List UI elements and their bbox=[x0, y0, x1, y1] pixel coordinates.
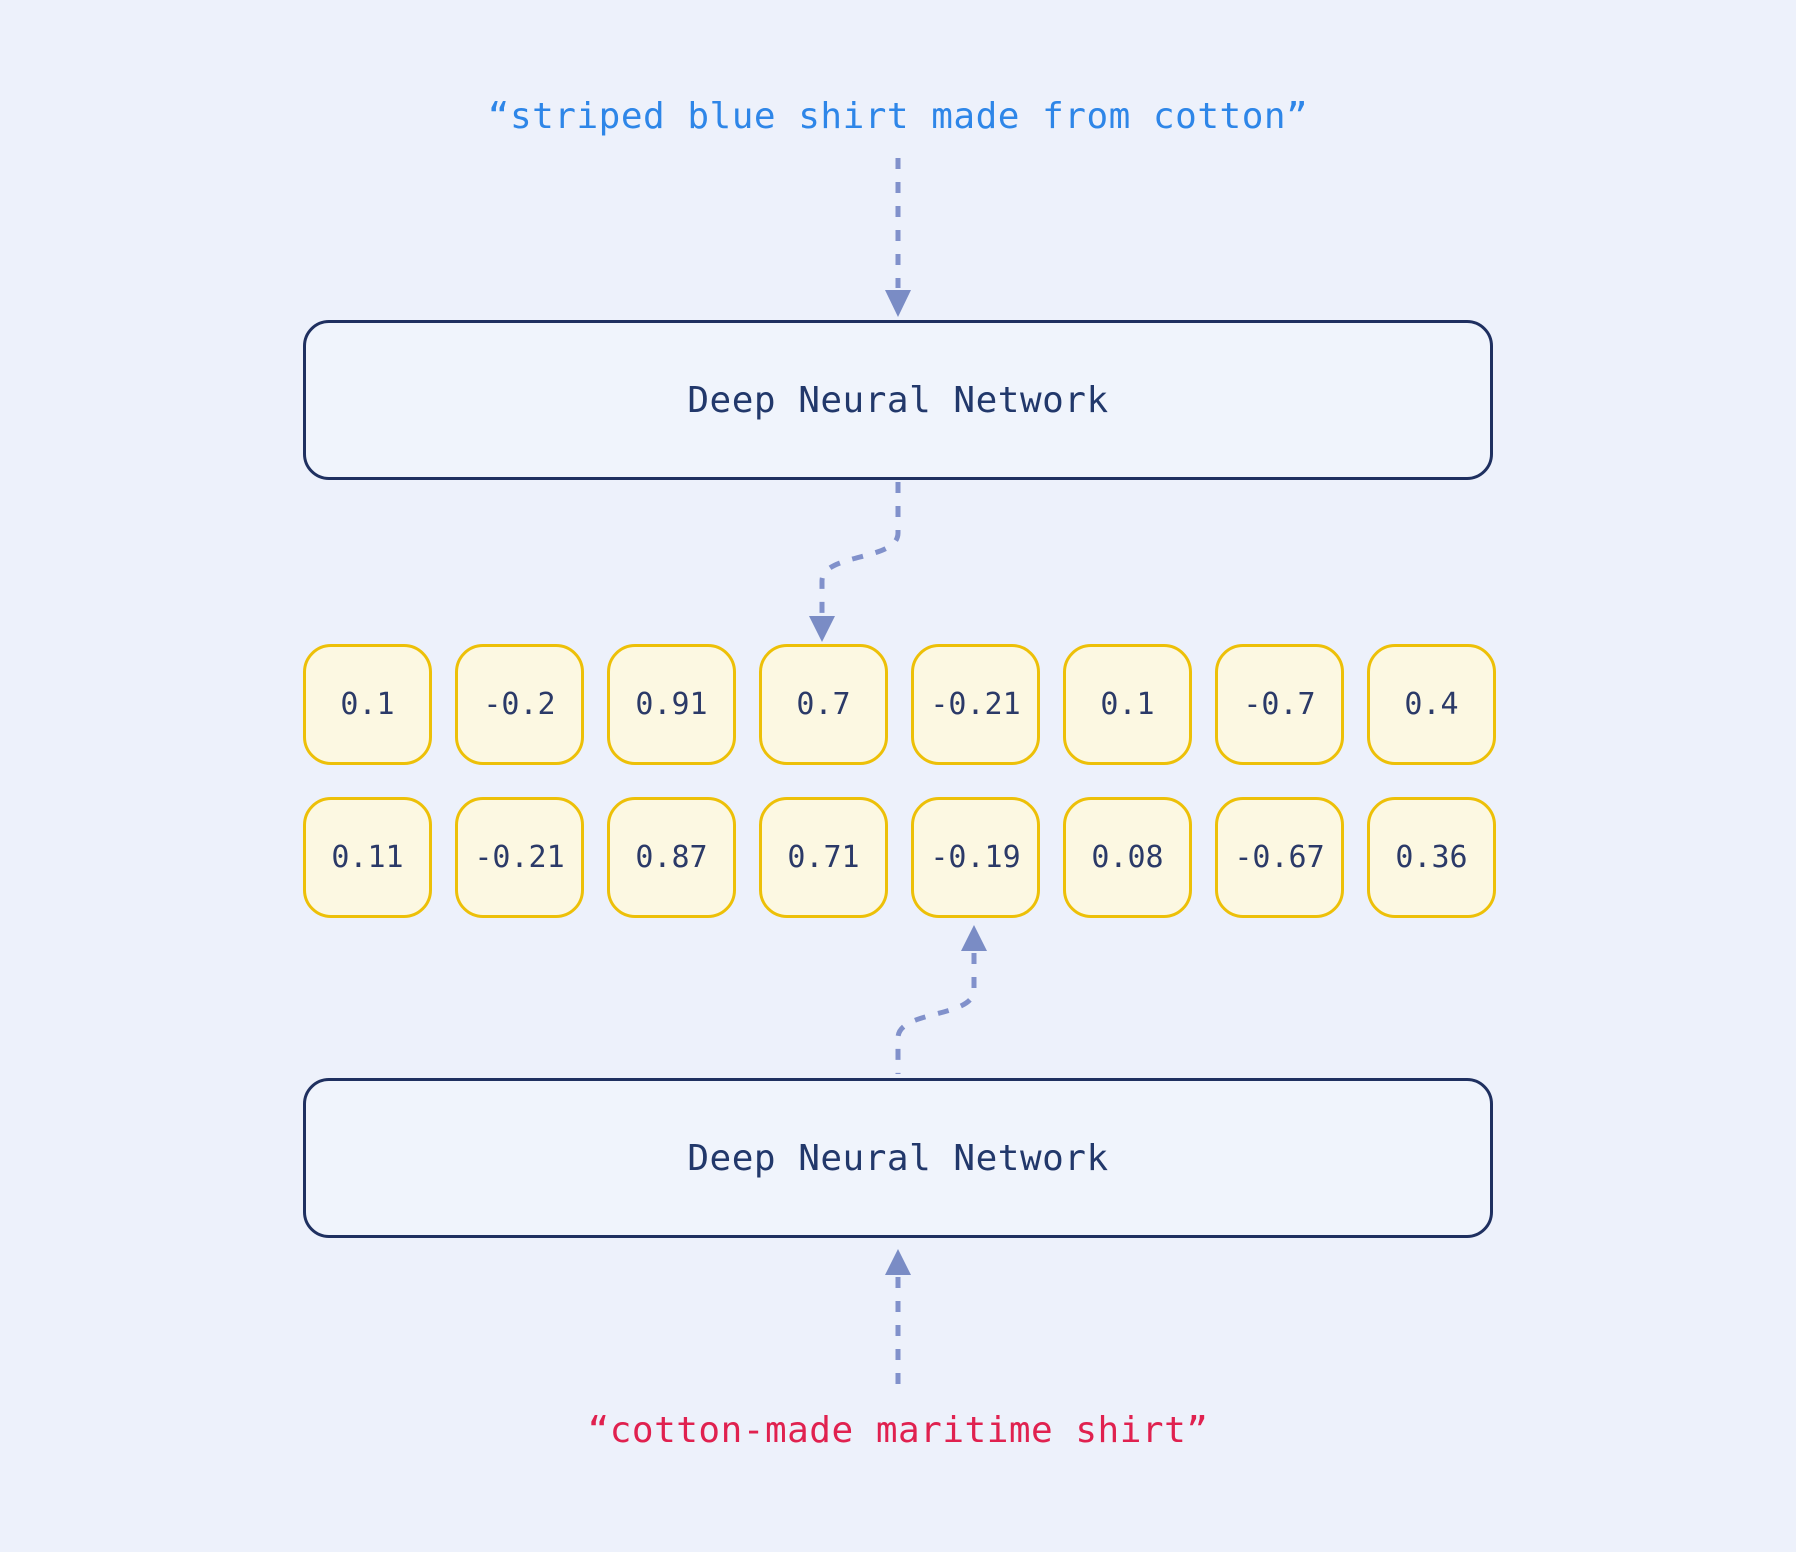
embedding-cell: 0.1 bbox=[303, 644, 432, 765]
arrowhead-down-icon bbox=[885, 290, 911, 317]
embedding-cell: -0.7 bbox=[1215, 644, 1344, 765]
embedding-cell: 0.4 bbox=[1367, 644, 1496, 765]
arrowhead-up-icon bbox=[885, 1249, 911, 1275]
top-encoder-box: Deep Neural Network bbox=[303, 320, 1493, 480]
arrow-encoder-to-row1 bbox=[819, 482, 901, 614]
top-query-text: “striped blue shirt made from cotton” bbox=[487, 96, 1309, 137]
embedding-cell: 0.91 bbox=[607, 644, 736, 765]
bottom-encoder-label: Deep Neural Network bbox=[687, 1137, 1109, 1179]
embedding-cell: -0.21 bbox=[911, 644, 1040, 765]
embedding-cell: 0.08 bbox=[1063, 797, 1192, 918]
embedding-row-1: 0.1 -0.2 0.91 0.7 -0.21 0.1 -0.7 0.4 bbox=[303, 644, 1496, 765]
embedding-cell: -0.67 bbox=[1215, 797, 1344, 918]
embedding-cell: 0.71 bbox=[759, 797, 888, 918]
embedding-cell: 0.7 bbox=[759, 644, 888, 765]
bottom-encoder-box: Deep Neural Network bbox=[303, 1078, 1493, 1238]
arrowhead-down-icon bbox=[809, 616, 835, 642]
embedding-cell: 0.11 bbox=[303, 797, 432, 918]
embedding-cell: 0.87 bbox=[607, 797, 736, 918]
top-encoder-label: Deep Neural Network bbox=[687, 379, 1109, 421]
embedding-cell: 0.36 bbox=[1367, 797, 1496, 918]
embedding-cell: -0.2 bbox=[455, 644, 584, 765]
arrowhead-up-icon bbox=[961, 925, 987, 951]
bottom-query-text: “cotton-made maritime shirt” bbox=[587, 1410, 1209, 1451]
embedding-cell: -0.19 bbox=[911, 797, 1040, 918]
arrow-encoder-to-row2 bbox=[895, 953, 977, 1074]
embedding-cell: 0.1 bbox=[1063, 644, 1192, 765]
embedding-cell: -0.21 bbox=[455, 797, 584, 918]
embedding-row-2: 0.11 -0.21 0.87 0.71 -0.19 0.08 -0.67 0.… bbox=[303, 797, 1496, 918]
